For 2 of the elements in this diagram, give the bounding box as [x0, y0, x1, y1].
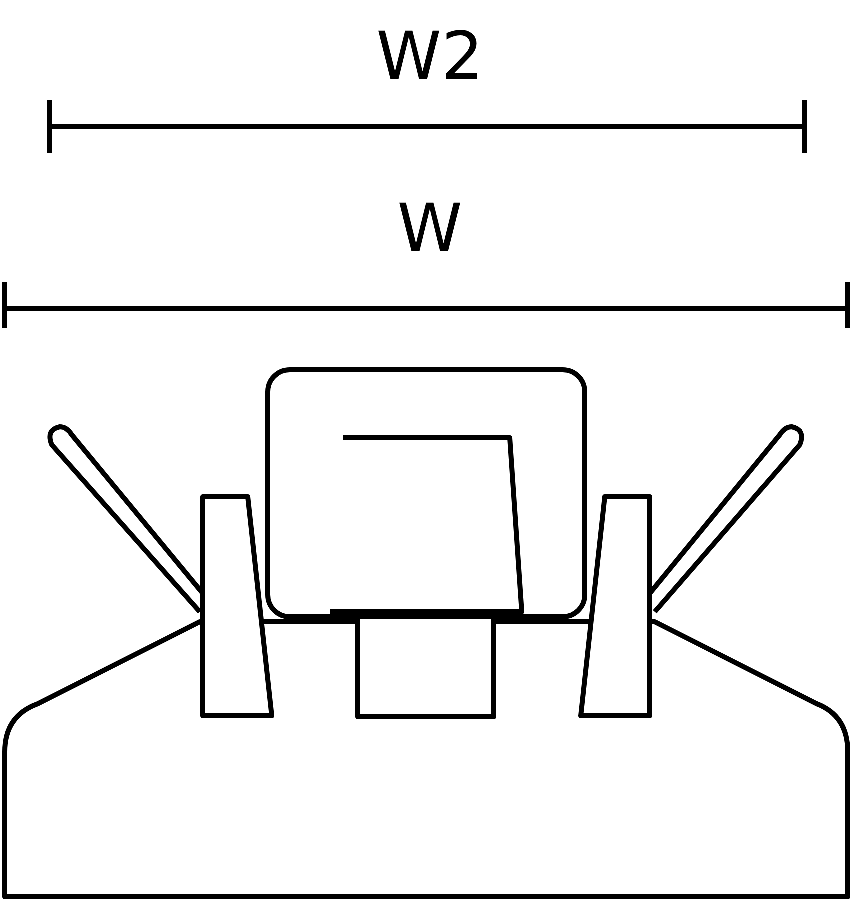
dimension-label: W2: [376, 24, 484, 90]
dimension-label: W: [397, 196, 463, 262]
